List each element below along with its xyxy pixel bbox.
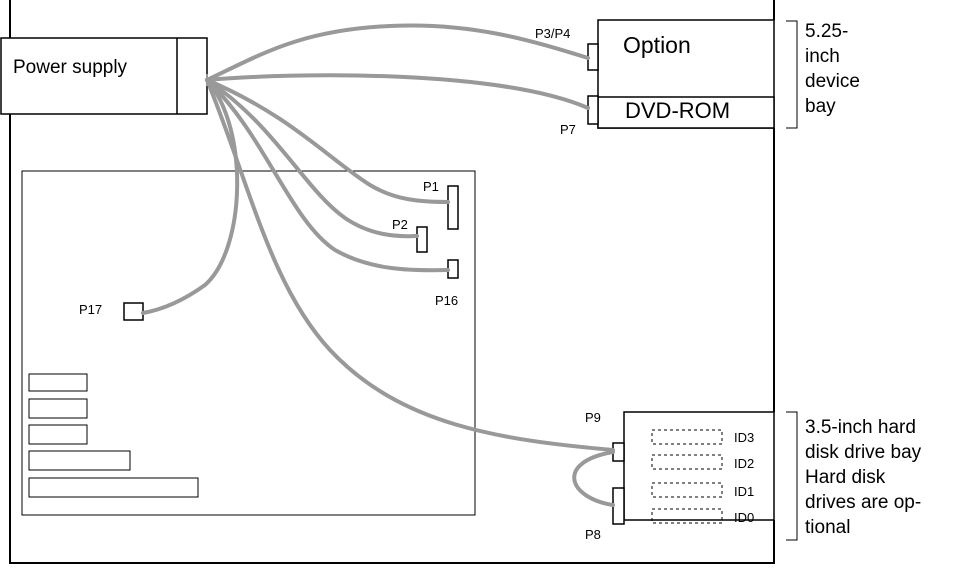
motherboard xyxy=(21,170,476,516)
bay-35-caption-line: drives are op- xyxy=(805,492,922,513)
expansion-slot xyxy=(28,424,88,445)
connector-p17 xyxy=(123,302,144,321)
cable-p16 xyxy=(205,78,450,273)
connector-label-p8: P8 xyxy=(585,527,601,542)
slot-label-id3: ID3 xyxy=(734,430,755,445)
bay-525-caption-line: 5.25- xyxy=(805,21,849,42)
bay-35-caption: 3.5-inch hard disk drive bay Hard disk d… xyxy=(805,415,921,540)
expansion-slot xyxy=(28,477,199,498)
connector-label-p3p4: P3/P4 xyxy=(535,26,571,41)
connector-label-p7: P7 xyxy=(560,122,576,137)
chassis-outline xyxy=(9,0,775,564)
slot-label-id2: ID2 xyxy=(734,456,755,471)
dvd-rom-label: DVD-ROM xyxy=(625,98,731,123)
power-supply-label: Power supply xyxy=(13,57,128,78)
connector-p2 xyxy=(416,226,428,253)
connector-label-p17: P17 xyxy=(79,302,103,317)
cable-p8 xyxy=(572,450,615,507)
expansion-slot xyxy=(28,398,88,419)
bay-525-bracket xyxy=(786,20,798,129)
connector-p1 xyxy=(447,185,459,230)
connector-label-p9: P9 xyxy=(585,410,601,425)
cable-p2 xyxy=(205,78,419,239)
bay-35-bracket xyxy=(786,411,798,541)
connector-label-p16: P16 xyxy=(435,293,459,308)
cable-p1 xyxy=(205,78,450,204)
bay-35-caption-line: 3.5-inch hard xyxy=(805,417,916,438)
slot-label-id0: ID0 xyxy=(734,510,755,525)
cable-p17 xyxy=(141,78,240,315)
cable-p9 xyxy=(205,78,615,452)
cable-p3p4 xyxy=(205,23,590,82)
cables xyxy=(141,23,615,507)
bay-525 xyxy=(587,19,775,129)
bay-35-caption-line: Hard disk xyxy=(805,467,886,488)
bay-525-caption-line: inch xyxy=(805,46,840,67)
option-label: Option xyxy=(623,32,691,58)
slot-label-id1: ID1 xyxy=(734,484,755,499)
power-supply xyxy=(0,37,208,115)
expansion-slot xyxy=(28,450,131,471)
bay-525-caption-line: bay xyxy=(805,96,836,117)
connector-label-p1: P1 xyxy=(423,179,439,194)
cable-p7 xyxy=(205,73,590,110)
expansion-slot xyxy=(28,373,88,392)
bay-525-caption: 5.25- inch device bay xyxy=(805,19,860,119)
bay-35-caption-line: tional xyxy=(805,517,851,538)
bay-35-caption-line: disk drive bay xyxy=(805,442,922,463)
bay-525-caption-line: device xyxy=(805,71,860,92)
connector-label-p2: P2 xyxy=(392,217,408,232)
